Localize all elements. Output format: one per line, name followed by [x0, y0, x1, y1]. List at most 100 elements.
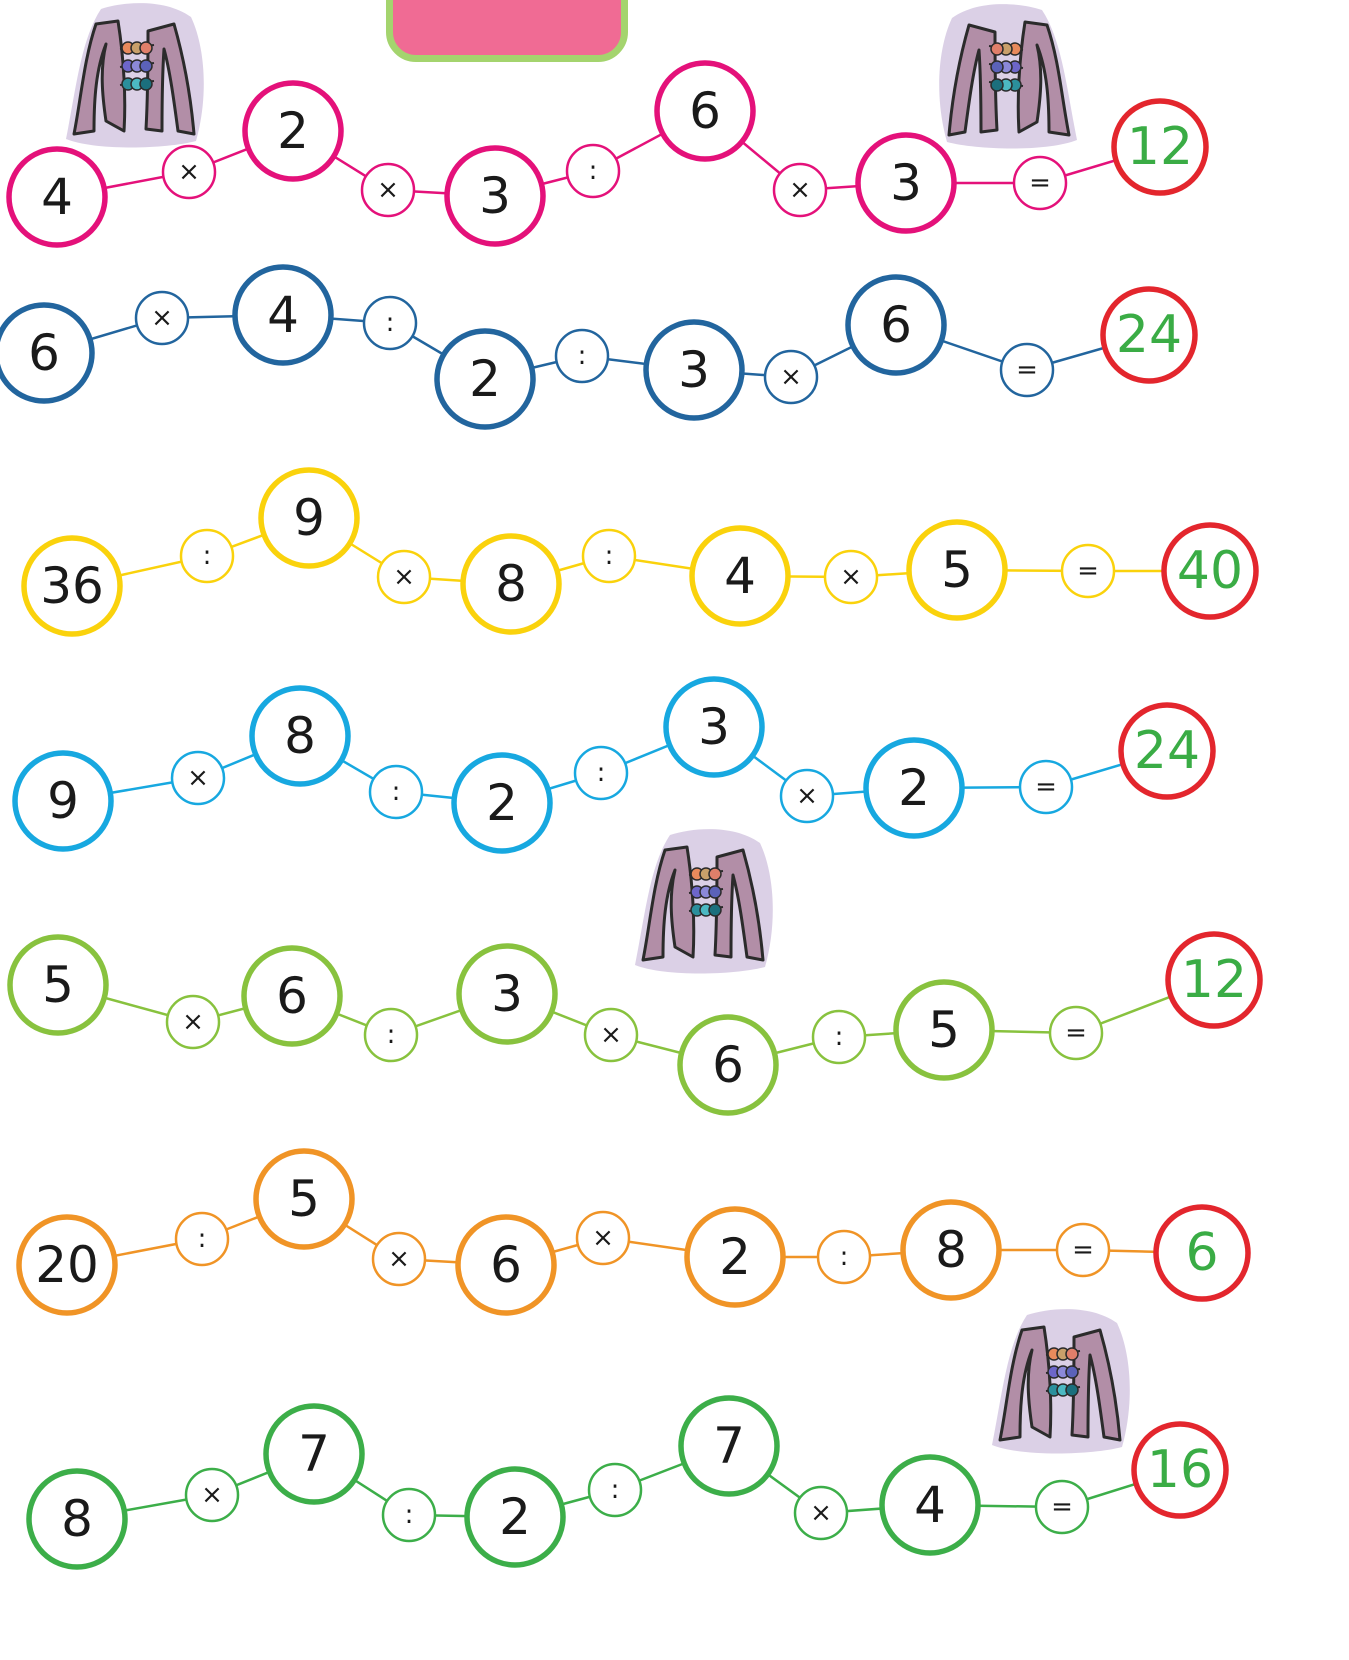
operator-text: ×	[796, 781, 818, 811]
number-node: 5	[256, 1151, 352, 1247]
answer-text: 24	[1134, 721, 1200, 781]
number-text: 6	[276, 967, 308, 1025]
number-text: 2	[486, 774, 518, 832]
answer-text: 6	[1185, 1223, 1218, 1283]
operator-text: :	[392, 777, 401, 807]
number-node: 4	[692, 528, 788, 624]
operator-text: ×	[388, 1244, 410, 1274]
number-node: 2	[467, 1469, 563, 1565]
number-text: 4	[41, 168, 73, 226]
number-node: 5	[10, 937, 106, 1033]
operator-text: ×	[810, 1498, 832, 1528]
number-text: 9	[47, 772, 79, 830]
operator-node: :	[818, 1231, 870, 1283]
number-text: 3	[698, 698, 730, 756]
number-text: 3	[479, 167, 511, 225]
operator-text: =	[1051, 1492, 1073, 1522]
number-node: 3	[666, 679, 762, 775]
operator-text: :	[840, 1242, 849, 1272]
answer-text: 24	[1116, 305, 1182, 365]
operator-node: :	[370, 766, 422, 818]
operator-node: ×	[163, 146, 215, 198]
operator-text: :	[405, 1500, 414, 1530]
operator-node: =	[1050, 1007, 1102, 1059]
answer-node: 12	[1114, 101, 1206, 193]
operator-node: =	[1062, 545, 1114, 597]
operator-node: ×	[373, 1233, 425, 1285]
number-node: 9	[15, 753, 111, 849]
operator-node: ×	[167, 996, 219, 1048]
operator-text: ×	[377, 175, 399, 205]
number-node: 8	[252, 688, 348, 784]
answer-node: 16	[1134, 1424, 1226, 1516]
number-text: 2	[499, 1488, 531, 1546]
number-text: 4	[724, 547, 756, 605]
chain-row: 6×4:2:3×6=24	[0, 267, 1195, 427]
operator-text: =	[1065, 1018, 1087, 1048]
number-text: 2	[277, 102, 309, 160]
number-node: 2	[437, 331, 533, 427]
chain-row: 36:9×8:4×5=40	[24, 470, 1256, 634]
operator-text: :	[387, 1020, 396, 1050]
operator-node: :	[364, 297, 416, 349]
operator-text: ×	[201, 1480, 223, 1510]
number-text: 7	[298, 1425, 330, 1483]
number-text: 8	[284, 707, 316, 765]
operator-node: =	[1020, 761, 1072, 813]
operator-node: ×	[378, 551, 430, 603]
operator-text: :	[198, 1224, 207, 1254]
operator-node: :	[567, 145, 619, 197]
operator-node: ×	[781, 770, 833, 822]
operator-node: =	[1057, 1224, 1109, 1276]
operator-text: ×	[840, 562, 862, 592]
operator-text: ×	[393, 562, 415, 592]
number-text: 2	[719, 1228, 751, 1286]
operator-text: =	[1016, 355, 1038, 385]
number-node: 6	[0, 305, 92, 401]
number-text: 4	[914, 1476, 946, 1534]
operator-text: =	[1035, 772, 1057, 802]
number-node: 6	[848, 277, 944, 373]
number-node: 36	[24, 538, 120, 634]
operator-text: :	[589, 156, 598, 186]
answer-text: 16	[1147, 1440, 1213, 1500]
operator-node: ×	[795, 1487, 847, 1539]
operator-text: :	[386, 308, 395, 338]
number-node: 3	[447, 148, 543, 244]
operator-text: :	[835, 1022, 844, 1052]
number-text: 3	[678, 341, 710, 399]
number-text: 6	[28, 324, 60, 382]
number-node: 2	[866, 740, 962, 836]
number-node: 8	[29, 1471, 125, 1567]
operator-node: :	[589, 1464, 641, 1516]
operator-text: ×	[592, 1223, 614, 1253]
operator-text: ×	[151, 303, 173, 333]
operator-node: ×	[765, 351, 817, 403]
number-text: 8	[495, 555, 527, 613]
number-text: 2	[898, 759, 930, 817]
number-text: 3	[491, 965, 523, 1023]
number-text: 9	[293, 489, 325, 547]
chain-row: 20:5×6×2:8=6	[19, 1151, 1248, 1313]
number-node: 7	[681, 1398, 777, 1494]
number-node: 7	[266, 1406, 362, 1502]
operator-node: ×	[362, 164, 414, 216]
number-node: 4	[9, 149, 105, 245]
chain-row: 5×6:3×6:5=12	[10, 934, 1260, 1113]
operator-node: ×	[585, 1009, 637, 1061]
answer-text: 12	[1181, 950, 1247, 1010]
number-node: 5	[909, 522, 1005, 618]
number-text: 4	[267, 286, 299, 344]
operator-node: ×	[577, 1212, 629, 1264]
operator-text: =	[1072, 1235, 1094, 1265]
number-text: 5	[928, 1001, 960, 1059]
operator-text: =	[1077, 556, 1099, 586]
number-text: 2	[469, 350, 501, 408]
operator-node: =	[1014, 157, 1066, 209]
number-text: 6	[880, 296, 912, 354]
number-text: 7	[713, 1417, 745, 1475]
number-node: 5	[896, 982, 992, 1078]
operator-text: ×	[187, 763, 209, 793]
abacus-icon	[992, 1309, 1130, 1453]
operator-text: ×	[600, 1020, 622, 1050]
